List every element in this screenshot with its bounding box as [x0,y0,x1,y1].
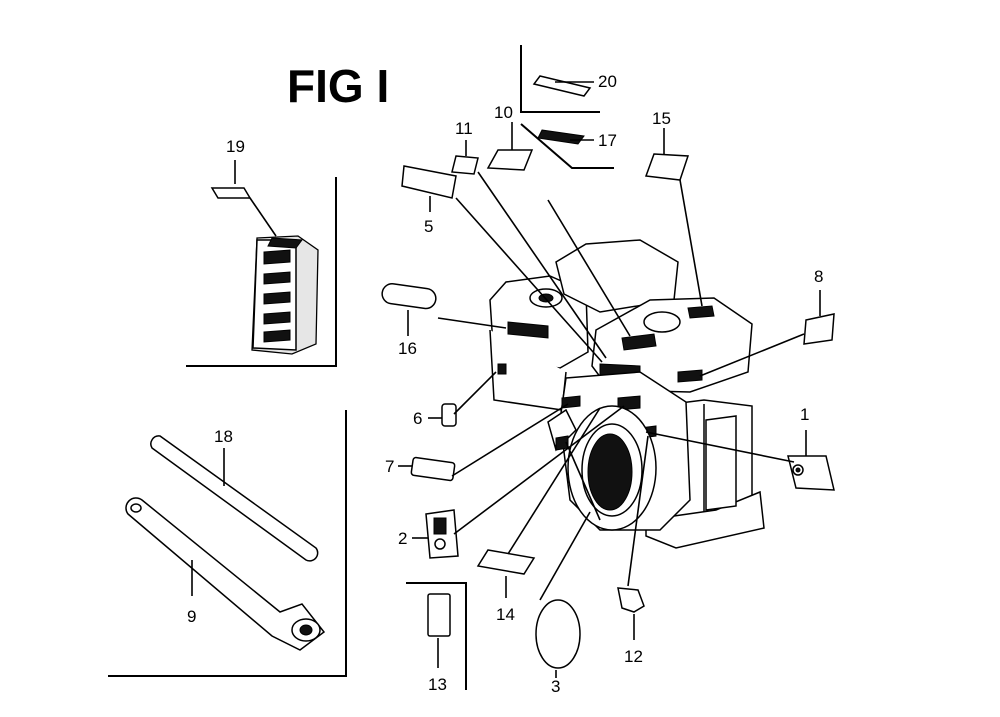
figure-title: FIG I [287,60,389,112]
callout-13: 13 [428,675,447,694]
decal-7 [410,456,456,482]
callout-18: 18 [214,427,233,446]
decal-13 [427,593,451,637]
decal-20 [532,75,592,97]
decal-19 [210,187,252,199]
air-cleaner-unit [251,235,319,355]
callout-14: 14 [496,605,515,624]
tool-bar [150,435,319,562]
callout-10: 10 [494,103,513,122]
decal-15 [644,153,690,181]
callout-12: 12 [624,647,643,666]
callout-8: 8 [814,267,823,286]
callout-5: 5 [424,217,433,236]
callout-20: 20 [598,72,617,91]
decal-8 [803,313,835,345]
gasket-3 [535,599,581,669]
callout-3: 3 [551,677,560,696]
callout-2: 2 [398,529,407,548]
callout-17: 17 [598,131,617,150]
box-wrench [125,497,326,651]
decal-5 [401,165,457,199]
callout-19: 19 [226,137,245,156]
engine-assembly [489,239,765,549]
callout-1: 1 [800,405,809,424]
air-cleaner-frame [186,177,337,367]
decal-14 [476,549,536,575]
callout-7: 7 [385,457,394,476]
callout-11: 11 [455,119,473,138]
callout-labels: 19 20 17 10 11 15 5 16 8 1 6 7 2 14 13 3… [187,72,823,696]
callout-6: 6 [413,409,422,428]
decal-10 [486,149,534,171]
decal-16 [381,283,437,310]
top-labels-frame [520,45,614,169]
label-13-frame [406,582,467,690]
decal-1 [787,455,835,491]
decal-11 [451,155,479,175]
decal-2 [425,509,459,559]
leader-lines [191,81,821,678]
decal-6 [441,403,457,427]
decal-17 [537,129,585,145]
decal-12 [617,587,645,613]
tool-frame [108,410,347,677]
callout-15: 15 [652,109,671,128]
callout-9: 9 [187,607,196,626]
callout-16: 16 [398,339,417,358]
